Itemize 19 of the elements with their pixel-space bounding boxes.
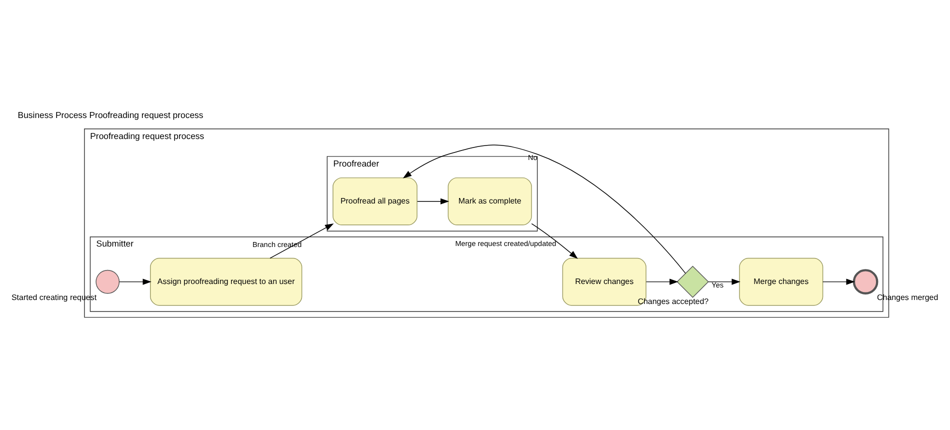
diagram-title: Business Process Proofreading request process <box>18 109 204 120</box>
arrow <box>402 144 686 274</box>
arrow <box>270 222 334 258</box>
arrow <box>119 278 152 284</box>
arrow <box>822 278 855 284</box>
arrow <box>646 278 678 284</box>
arrow <box>531 222 578 258</box>
node-box: Mark as complete <box>448 176 532 225</box>
edge-label: Merge request created/updated <box>455 238 556 248</box>
node-box: Merge changes <box>739 257 824 306</box>
node-circle <box>96 269 120 294</box>
node-circle <box>852 268 878 294</box>
node-diamond <box>676 265 709 298</box>
node-box: Proofread all pages <box>332 176 418 225</box>
arrow <box>416 198 450 204</box>
edge-label: Yes <box>712 280 724 290</box>
node-box: Assign proofreading request to an user <box>150 257 302 306</box>
arrow <box>708 278 740 284</box>
node-label: Changes accepted? <box>638 296 709 306</box>
